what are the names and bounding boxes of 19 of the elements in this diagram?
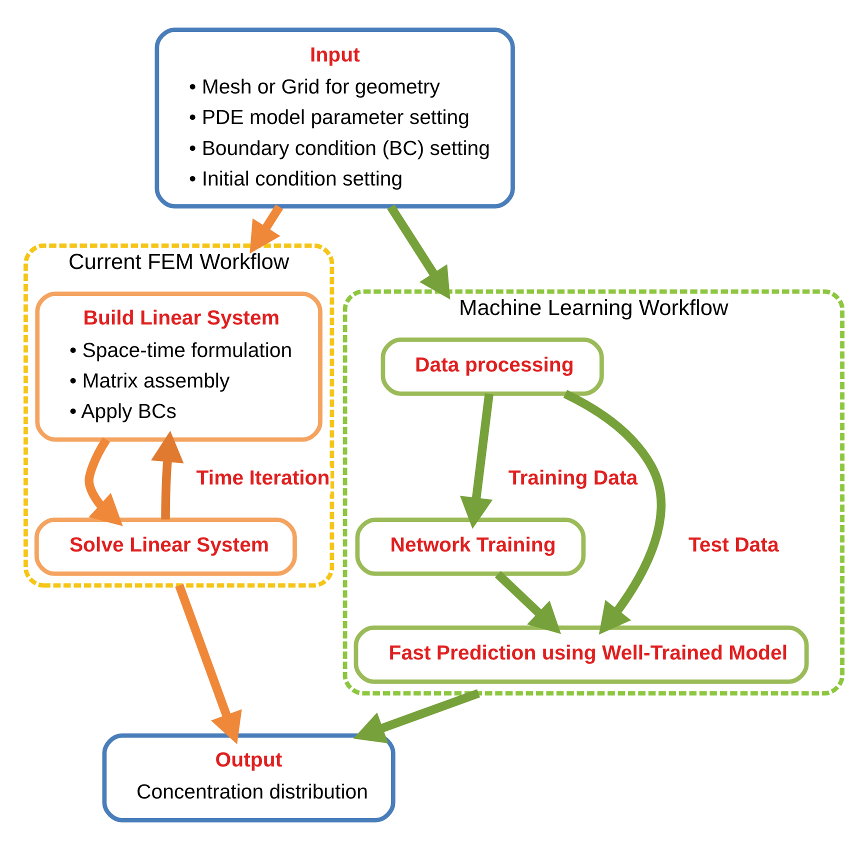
arrow bbox=[175, 584, 242, 744]
node-box: Data processing bbox=[380, 338, 604, 396]
arrow bbox=[84, 437, 123, 526]
arrow bbox=[563, 390, 666, 635]
node-box: Input • Mesh or Grid for geometry • PDE model parameter setting • Boundary condition (BC) setting • Initial condition setting bbox=[154, 28, 515, 208]
arrow bbox=[494, 571, 562, 634]
node-box: Network Training bbox=[355, 518, 586, 576]
node-box: Fast Prediction using Well-Trained Model bbox=[354, 626, 809, 684]
node-box: Build Linear System • Space-time formulation • Matrix assembly • Apply BCs bbox=[35, 292, 322, 442]
arrow bbox=[353, 689, 480, 744]
arrow bbox=[250, 204, 284, 254]
edge-label: Time Iteration bbox=[196, 467, 330, 490]
arrow bbox=[151, 430, 184, 520]
edge-label: Training Data bbox=[508, 467, 638, 490]
arrow bbox=[460, 393, 494, 529]
arrow bbox=[387, 204, 450, 300]
edge-label: Test Data bbox=[688, 534, 779, 556]
node-box: Output Concentration distribution bbox=[102, 733, 396, 822]
node-box: Solve Linear System bbox=[34, 518, 297, 576]
